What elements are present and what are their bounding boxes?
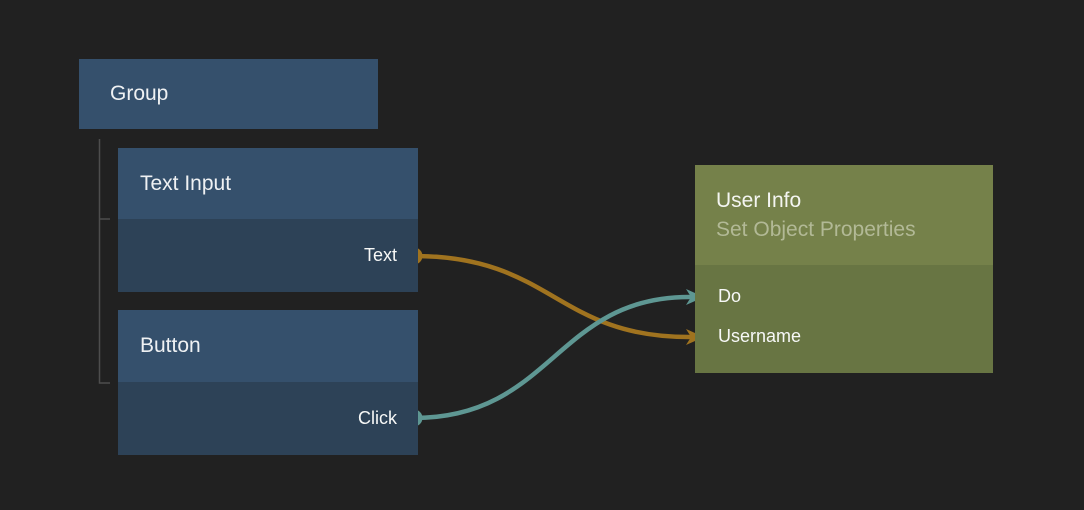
node-button-header[interactable]: Button [118, 310, 418, 382]
node-user-info-header[interactable]: User Info Set Object Properties [695, 165, 993, 265]
group-node-title: Group [110, 82, 169, 105]
output-port-text[interactable]: Text [363, 245, 397, 265]
input-port-username[interactable]: Username [695, 316, 993, 356]
input-port-username-label: Username [718, 325, 802, 346]
node-text-input-header[interactable]: Text Input [118, 148, 418, 219]
node-title: User Info [716, 188, 802, 212]
node-user-info-body: Do Username [695, 265, 993, 373]
input-port-do-label: Do [718, 285, 742, 306]
node-subtitle: Set Object Properties [716, 217, 916, 241]
group-tree-line [98, 139, 110, 384]
input-port-do[interactable]: Do [695, 276, 993, 316]
node-title: Text Input [140, 171, 232, 195]
node-group[interactable]: Group [79, 59, 378, 129]
node-user-info[interactable]: User Info Set Object Properties Do Usern… [695, 165, 993, 373]
node-button-body: Click [118, 382, 418, 455]
node-text-input-body: Text [118, 219, 418, 292]
node-title: Button [140, 334, 201, 357]
wire-text-to-username[interactable] [411, 253, 692, 340]
node-button[interactable]: Button Click [118, 310, 418, 455]
output-port-click[interactable]: Click [358, 408, 397, 428]
node-text-input[interactable]: Text Input Text [118, 148, 418, 292]
wire-click-to-do[interactable] [411, 294, 692, 421]
